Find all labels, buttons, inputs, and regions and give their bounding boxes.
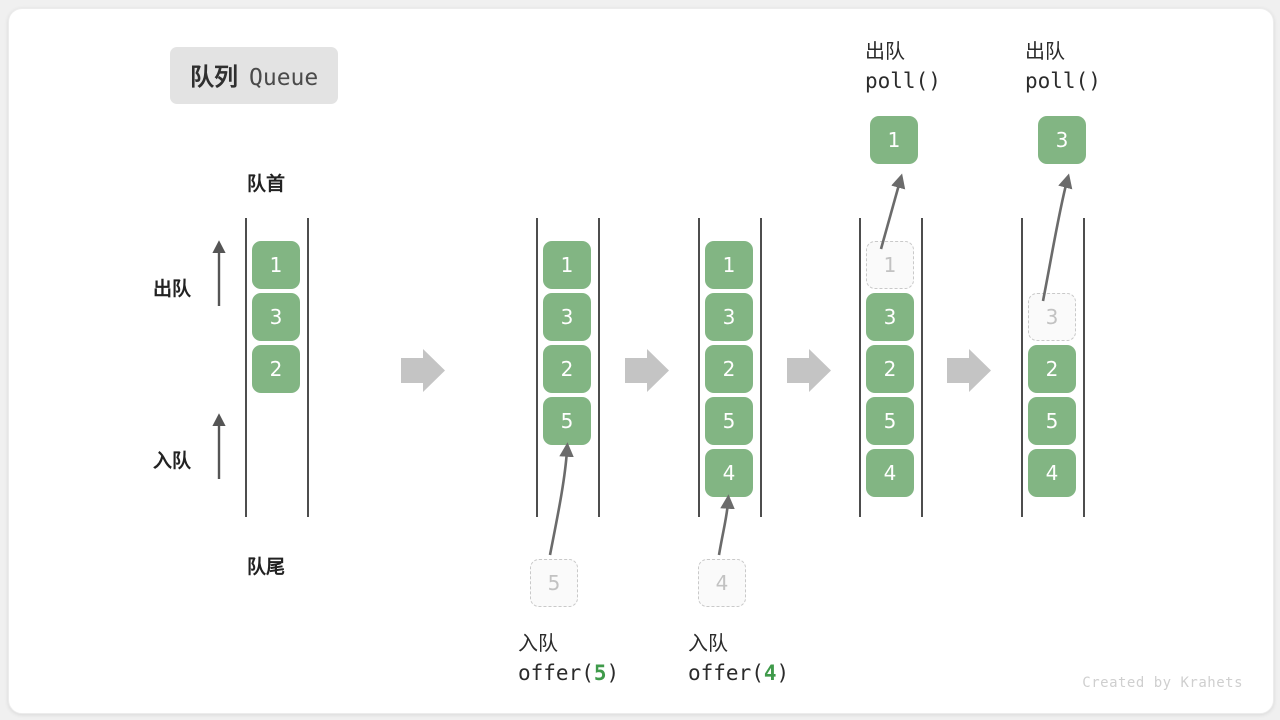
queue-cell: 2	[1028, 345, 1076, 393]
queue-cell: 4	[866, 449, 914, 497]
rail-left-col5	[1021, 218, 1023, 517]
queue-cell: 2	[866, 345, 914, 393]
queue-cell: 5	[866, 397, 914, 445]
watermark: Created by Krahets	[1082, 675, 1243, 691]
popped-value-1: 1	[870, 116, 918, 164]
queue-cell: 1	[252, 241, 300, 289]
offer5-arrow	[548, 442, 574, 556]
queue-cell-removed: 1	[866, 241, 914, 289]
offer4-arrow	[717, 494, 735, 556]
poll1-arrow	[879, 173, 906, 250]
queue-cell: 5	[1028, 397, 1076, 445]
operation-code-prefix: offer(	[518, 661, 594, 685]
queue-cell: 1	[543, 241, 591, 289]
queue-tail-label: 队尾	[247, 556, 286, 578]
queue-cell: 5	[543, 397, 591, 445]
rail-left-col2	[536, 218, 538, 517]
queue-cell-removed: 3	[1028, 293, 1076, 341]
queue-cell: 1	[705, 241, 753, 289]
operation-cn: 入队	[688, 631, 728, 655]
rail-right-col2	[598, 218, 600, 517]
step-arrow-3	[787, 349, 831, 392]
operation-code-suffix: )	[776, 661, 790, 685]
pending-offer-4: 4	[698, 559, 746, 607]
operation-cn: 入队	[518, 631, 558, 655]
rail-right-col4	[921, 218, 923, 517]
queue-head-label: 队首	[247, 173, 286, 195]
queue-cell: 2	[705, 345, 753, 393]
operation-code: poll()	[865, 66, 941, 96]
queue-cell: 4	[1028, 449, 1076, 497]
rail-right-col3	[760, 218, 762, 517]
queue-cell: 3	[252, 293, 300, 341]
dequeue-direction-label: 出队	[153, 278, 192, 300]
queue-cell: 3	[866, 293, 914, 341]
pending-offer-5: 5	[530, 559, 578, 607]
operation-code-arg: 5	[593, 661, 607, 685]
operation-code-suffix: )	[1088, 69, 1101, 93]
operation-caption-offer5: 入队 offer(5)	[518, 629, 619, 688]
operation-cn: 出队	[1025, 39, 1065, 63]
queue-cell: 2	[543, 345, 591, 393]
operation-caption-offer4: 入队 offer(4)	[688, 629, 789, 688]
operation-code-suffix: )	[606, 661, 620, 685]
title-en: Queue	[249, 65, 319, 91]
rail-right-col1	[307, 218, 309, 517]
queue-cell: 3	[705, 293, 753, 341]
operation-code-prefix: offer(	[688, 661, 764, 685]
step-arrow-4	[947, 349, 991, 392]
title-badge: 队列 Queue	[170, 47, 339, 104]
queue-cell: 4	[705, 449, 753, 497]
operation-code-prefix: poll(	[1025, 69, 1089, 93]
poll3-arrow	[1041, 173, 1073, 302]
enqueue-direction-label: 入队	[153, 450, 192, 472]
operation-code-prefix: poll(	[865, 69, 929, 93]
operation-code: offer(4)	[688, 658, 789, 688]
rail-left-col3	[698, 218, 700, 517]
operation-code: offer(5)	[518, 658, 619, 688]
rail-left-col4	[859, 218, 861, 517]
title-cn: 队列	[190, 63, 238, 91]
queue-cell: 2	[252, 345, 300, 393]
popped-value-3: 3	[1038, 116, 1086, 164]
operation-caption-poll-3: 出队 poll()	[1025, 37, 1101, 96]
step-arrow-2	[625, 349, 669, 392]
operation-caption-poll-1: 出队 poll()	[865, 37, 941, 96]
step-arrow-1	[401, 349, 445, 392]
operation-cn: 出队	[865, 39, 905, 63]
queue-cell: 5	[705, 397, 753, 445]
operation-code: poll()	[1025, 66, 1101, 96]
operation-code-arg: 4	[763, 661, 777, 685]
operation-code-suffix: )	[928, 69, 941, 93]
diagram-card: 队列 Queue 队首 队尾 出队 入队 入队 offer(5) 入队 offe…	[8, 8, 1274, 714]
queue-cell: 3	[543, 293, 591, 341]
rail-left-col1	[245, 218, 247, 517]
rail-right-col5	[1083, 218, 1085, 517]
